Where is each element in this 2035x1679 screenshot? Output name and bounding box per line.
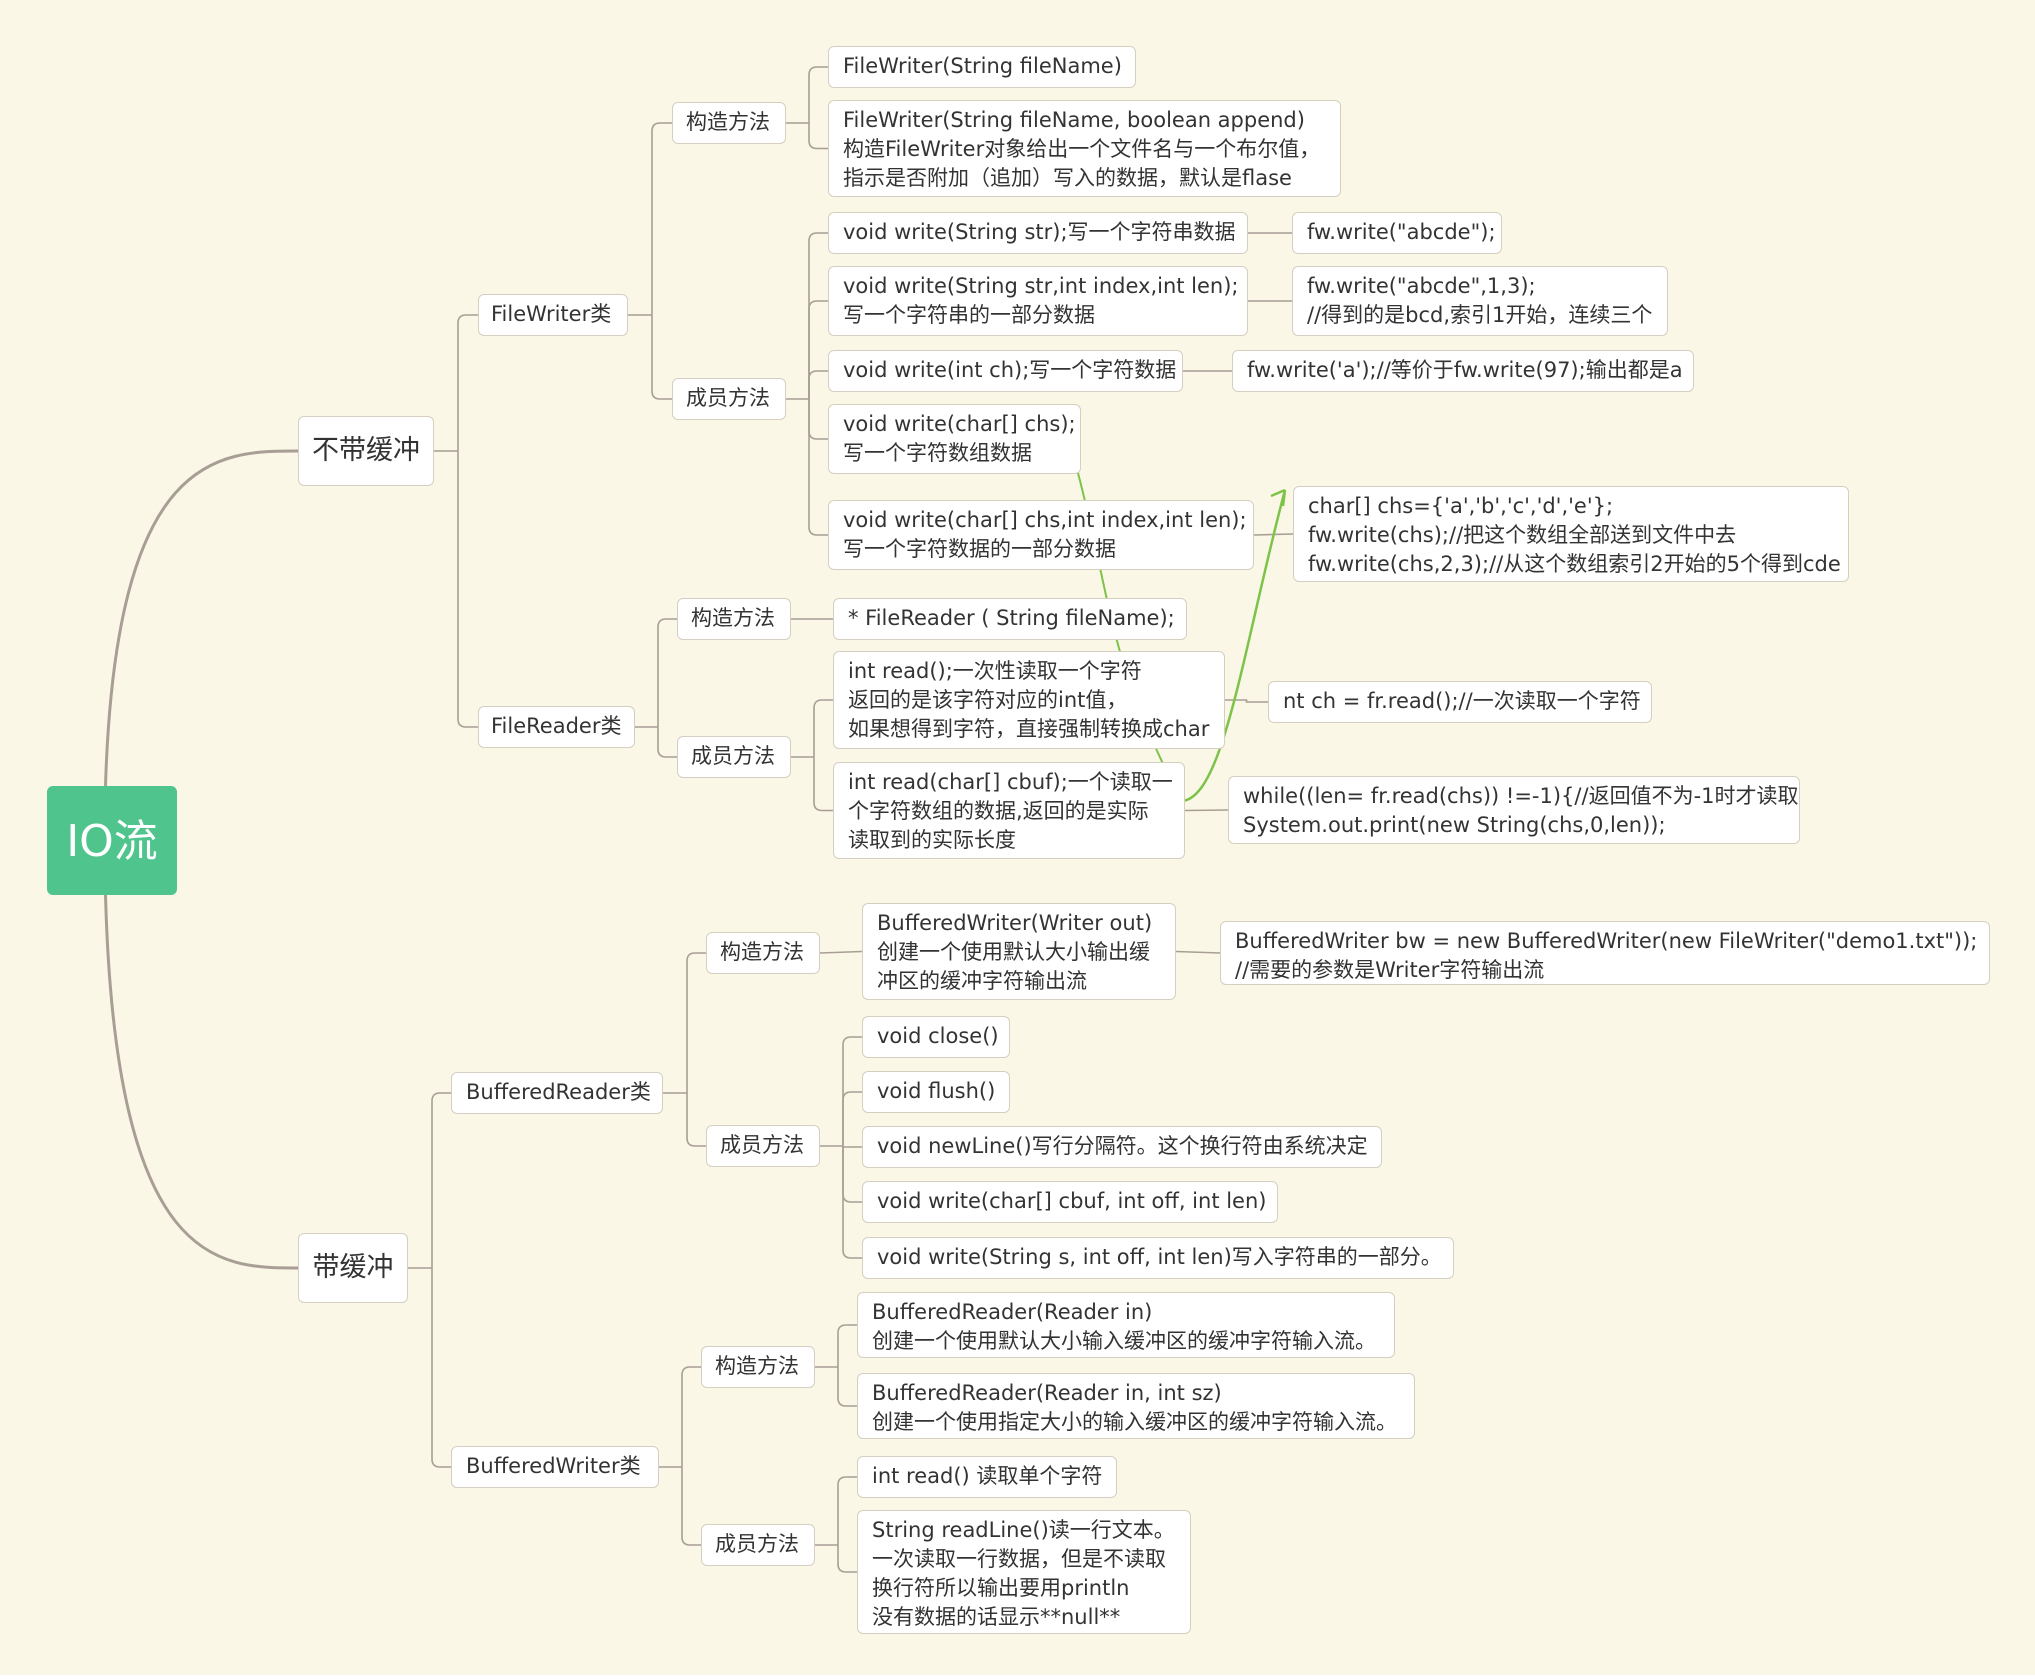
- bufferedwriter-flush[interactable]: void flush(): [862, 1071, 1010, 1113]
- bufferedreader-read[interactable]: int read() 读取单个字符: [857, 1456, 1117, 1498]
- node-bufferedreader-class[interactable]: BufferedReader类: [451, 1072, 663, 1114]
- connector-line: [1184, 809, 1229, 812]
- bufferedreader-readline[interactable]: String readLine()读一行文本。 一次读取一行数据，但是不读取 换…: [857, 1510, 1191, 1634]
- filewriter-write-chararray-part[interactable]: void write(char[] chs,int index,int len)…: [828, 500, 1254, 570]
- connector-line: [837, 1324, 857, 1367]
- connector-line: [837, 1367, 857, 1407]
- connector-line: [813, 699, 833, 757]
- connector-line: [651, 122, 672, 315]
- filewriter-ctor-filename[interactable]: FileWriter(String fileName): [828, 46, 1136, 88]
- connector-line: [842, 1146, 862, 1259]
- root-branch-line: [104, 449, 299, 787]
- connector-line: [1175, 950, 1221, 954]
- bufferedwriter-write-chararray[interactable]: void write(char[] cbuf, int off, int len…: [862, 1181, 1278, 1223]
- filereader-read-chararray[interactable]: int read(char[] cbuf);一个读取一 个字符数组的数据,返回的…: [833, 762, 1185, 859]
- connector-line: [431, 1092, 451, 1268]
- connector-line: [681, 1467, 701, 1546]
- connector-line: [808, 232, 828, 399]
- connector-line: [686, 952, 706, 1093]
- connector-line: [681, 1366, 701, 1467]
- connector-line: [431, 1268, 451, 1468]
- connector-line: [651, 315, 672, 400]
- filewriter-write-string[interactable]: void write(String str);写一个字符串数据: [828, 212, 1248, 254]
- connector-line: [842, 1091, 862, 1146]
- connector-line: [842, 1146, 862, 1203]
- connector-line: [837, 1476, 857, 1545]
- example-write-string[interactable]: fw.write("abcde");: [1292, 212, 1502, 254]
- connector-line: [457, 451, 478, 728]
- bufferedwriter-write-string-part[interactable]: void write(String s, int off, int len)写入…: [862, 1237, 1454, 1279]
- bufferedwriter-ctor-writer[interactable]: BufferedWriter(Writer out) 创建一个使用默认大小输出缓…: [862, 903, 1176, 1000]
- filewriter-write-string-part[interactable]: void write(String str,int index,int len)…: [828, 266, 1248, 336]
- connector-line: [808, 66, 828, 123]
- node-filereader-class[interactable]: FileReader类: [478, 706, 635, 748]
- connector-line: [842, 1036, 862, 1146]
- bufferedreader-ctor-reader[interactable]: BufferedReader(Reader in) 创建一个使用默认大小输入缓冲…: [857, 1292, 1395, 1358]
- connector-line: [842, 1146, 862, 1148]
- connector-line: [837, 1545, 857, 1573]
- filereader-read-char[interactable]: int read();一次性读取一个字符 返回的是该字符对应的int值， 如果想…: [833, 651, 1225, 749]
- connector-line: [808, 300, 828, 399]
- connector-line: [1225, 699, 1268, 703]
- filereader-ctor-filename[interactable]: * FileReader ( String fileName);: [833, 598, 1187, 640]
- group-filereader-members[interactable]: 成员方法: [677, 736, 791, 778]
- group-bufferedreader-members[interactable]: 成员方法: [706, 1125, 820, 1167]
- example-read-chararray[interactable]: while((len= fr.read(chs)) !=-1){//返回值不为-…: [1228, 776, 1800, 844]
- node-bufferedwriter-class[interactable]: BufferedWriter类: [451, 1446, 659, 1488]
- connector-line: [686, 1093, 706, 1147]
- group-filewriter-members[interactable]: 成员方法: [672, 378, 786, 420]
- connector-line: [819, 950, 863, 954]
- filewriter-ctor-append[interactable]: FileWriter(String fileName, boolean appe…: [828, 100, 1341, 197]
- connector-line: [657, 618, 677, 727]
- example-read-char[interactable]: nt ch = fr.read();//一次读取一个字符: [1268, 681, 1652, 723]
- group-bufferedreader-constructors[interactable]: 构造方法: [706, 932, 820, 974]
- group-bufferedwriter-constructors[interactable]: 构造方法: [701, 1346, 815, 1388]
- bufferedreader-ctor-reader-size[interactable]: BufferedReader(Reader in, int sz) 创建一个使用…: [857, 1373, 1415, 1439]
- filewriter-write-char[interactable]: void write(int ch);写一个字符数据: [828, 350, 1183, 392]
- connector-line: [808, 370, 828, 399]
- node-filewriter-class[interactable]: FileWriter类: [478, 294, 628, 336]
- example-write-chararray[interactable]: char[] chs={'a','b','c','d','e'}; fw.wri…: [1293, 486, 1849, 582]
- example-write-string-part[interactable]: fw.write("abcde",1,3); //得到的是bcd,索引1开始，连…: [1292, 266, 1668, 336]
- example-write-char[interactable]: fw.write('a');//等价于fw.write(97);输出都是a: [1232, 350, 1694, 392]
- connector-line: [808, 123, 828, 150]
- bufferedwriter-close[interactable]: void close(): [862, 1016, 1010, 1058]
- root-branch-line: [104, 894, 299, 1270]
- connector-line: [457, 314, 478, 451]
- connector-line: [657, 727, 677, 758]
- root-node-io-stream[interactable]: IO流: [47, 786, 177, 895]
- connector-line: [808, 399, 828, 440]
- example-bufferedwriter-new[interactable]: BufferedWriter bw = new BufferedWriter(n…: [1220, 921, 1990, 985]
- bufferedwriter-newline[interactable]: void newLine()写行分隔符。这个换行符由系统决定: [862, 1126, 1382, 1168]
- branch-unbuffered[interactable]: 不带缓冲: [298, 416, 434, 486]
- connector-line: [813, 757, 833, 812]
- relationship-arrow: [1184, 489, 1287, 802]
- connector-line: [808, 399, 828, 536]
- group-bufferedwriter-members[interactable]: 成员方法: [701, 1524, 815, 1566]
- filewriter-write-chararray[interactable]: void write(char[] chs); 写一个字符数组数据: [828, 404, 1081, 474]
- group-filereader-constructors[interactable]: 构造方法: [677, 598, 791, 640]
- branch-buffered[interactable]: 带缓冲: [298, 1233, 408, 1303]
- group-filewriter-constructors[interactable]: 构造方法: [672, 102, 786, 144]
- relationship-arrowhead: [1270, 488, 1287, 507]
